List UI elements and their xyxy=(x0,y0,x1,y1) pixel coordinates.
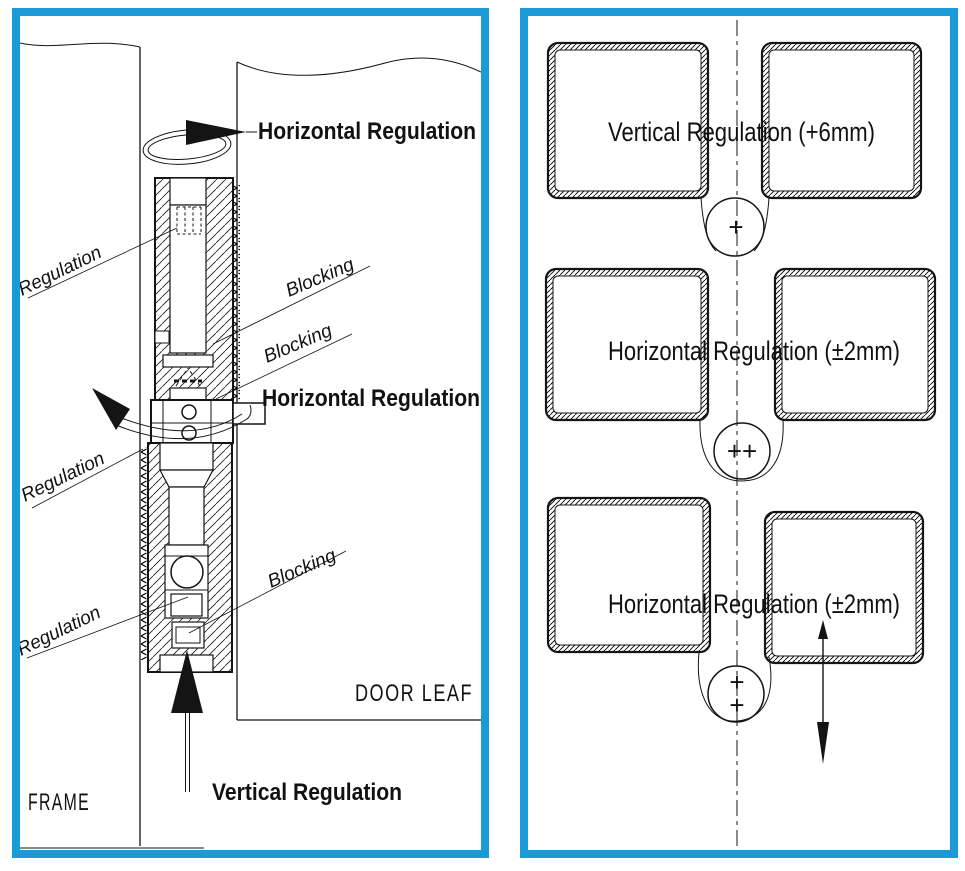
row-horizontal-regulation-2: Horizontal Regulation (±2mm) + + xyxy=(546,496,925,764)
screw-thread-dashed xyxy=(176,206,202,235)
marker-row-2: ++ xyxy=(727,436,757,466)
label-horizontal-regulation-top: Horizontal Regulation xyxy=(258,118,476,145)
tube-profile xyxy=(760,41,923,200)
regulation-modes-drawing: Vertical Regulation (+6mm) + Horizontal … xyxy=(544,20,937,846)
callout-regulation-bottom: Regulation xyxy=(20,602,104,660)
label-row-2: Horizontal Regulation (±2mm) xyxy=(608,336,900,366)
hinge-knuckle xyxy=(699,419,784,482)
tube-profile xyxy=(773,267,937,422)
callout-leader-lines xyxy=(26,227,371,659)
callout-blocking-lower: Blocking xyxy=(265,545,340,593)
adjustment-screw-upper xyxy=(181,404,197,420)
hinge-mounting-bracket xyxy=(150,399,266,444)
vertical-shift-arrow xyxy=(817,620,829,764)
label-door-leaf: DOOR LEAF xyxy=(355,680,473,707)
row-horizontal-regulation-1: Horizontal Regulation (±2mm) ++ xyxy=(544,267,937,482)
rotation-indicator-middle xyxy=(92,388,252,440)
callout-regulation-top: Regulation xyxy=(20,242,105,300)
leaf-flange xyxy=(232,402,266,425)
marker-row-3-top: + xyxy=(729,667,744,697)
arrow-down-icon xyxy=(817,722,829,764)
callout-blocking-mid: Blocking xyxy=(261,320,336,368)
row-vertical-regulation: Vertical Regulation (+6mm) + xyxy=(546,41,923,257)
marker-row-1: + xyxy=(728,212,743,242)
tube-profile xyxy=(546,496,712,654)
rotation-indicator-top xyxy=(142,120,257,165)
label-horizontal-regulation-mid: Horizontal Regulation xyxy=(262,385,480,412)
arrow-right-icon xyxy=(186,120,246,145)
callout-regulation-mid: Regulation xyxy=(20,448,108,506)
arrow-up-left-icon xyxy=(92,388,130,430)
hinge-knuckle xyxy=(700,197,770,257)
marker-row-3-bottom: + xyxy=(729,690,744,720)
adjustment-screw-lower xyxy=(181,425,197,441)
regulation-modes-panel: Vertical Regulation (+6mm) + Horizontal … xyxy=(520,8,958,858)
label-row-3: Horizontal Regulation (±2mm) xyxy=(608,589,900,619)
frame-outline xyxy=(20,42,204,849)
hinge-lower-body xyxy=(141,442,233,673)
hinge-section-drawing: Horizontal Regulation Horizontal Regulat… xyxy=(20,42,481,849)
hinge-section-panel: Horizontal Regulation Horizontal Regulat… xyxy=(12,8,489,858)
tube-profile xyxy=(544,267,710,422)
arrow-up-icon xyxy=(818,620,828,639)
callout-blocking-upper: Blocking xyxy=(283,254,358,302)
label-vertical-regulation: Vertical Regulation xyxy=(212,779,402,806)
hinge-knuckle xyxy=(697,651,772,723)
ball-joint xyxy=(170,555,204,589)
label-row-1: Vertical Regulation (+6mm) xyxy=(608,117,875,147)
label-frame: FRAME xyxy=(28,789,90,816)
thread-teeth-right xyxy=(233,185,240,400)
tube-profile xyxy=(546,41,710,200)
arrow-up-icon xyxy=(171,650,203,713)
tube-profile xyxy=(763,510,925,665)
vertical-regulation-arrow xyxy=(171,650,203,792)
thread-teeth-left xyxy=(141,447,148,660)
hinge-upper-body xyxy=(154,177,240,401)
